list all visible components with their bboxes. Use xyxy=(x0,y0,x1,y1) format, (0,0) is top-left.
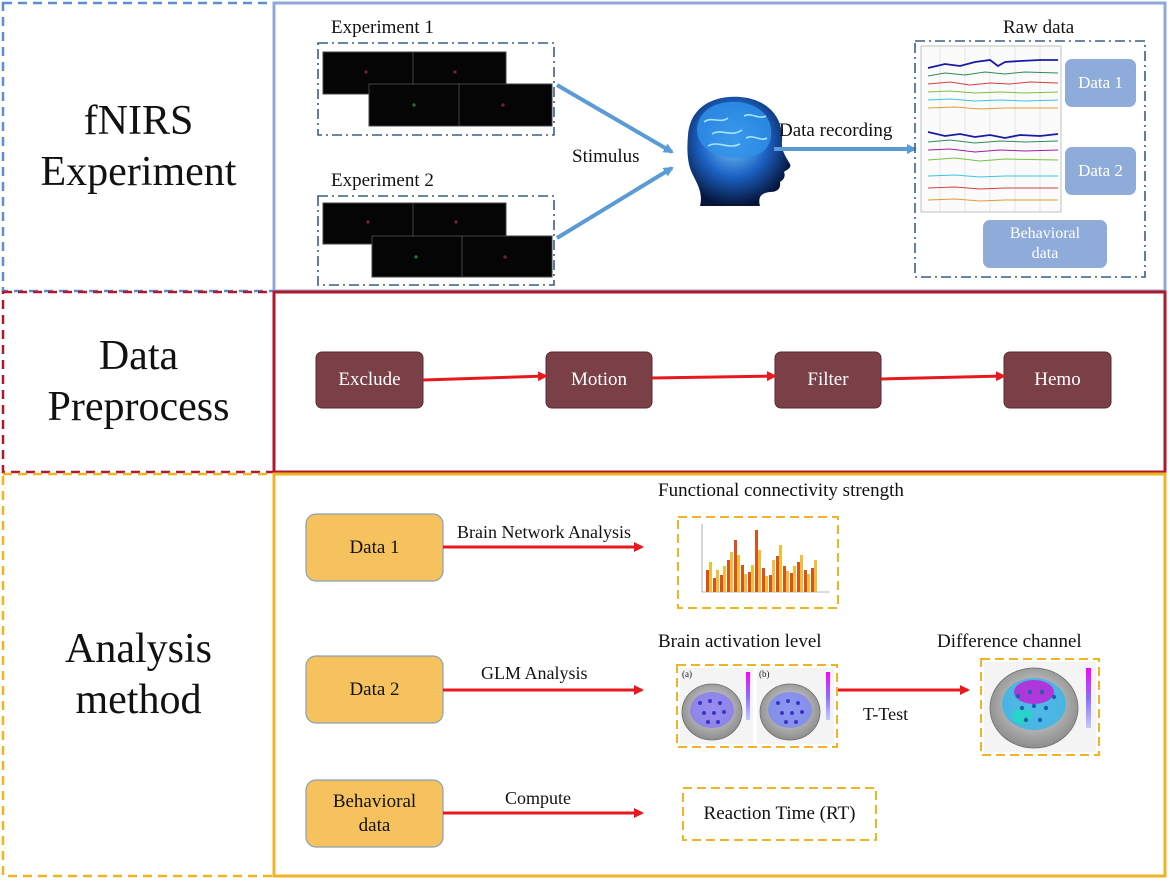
raw-data1-label: Data 1 xyxy=(1078,73,1123,93)
arrow-exclude-to-motion xyxy=(422,371,548,382)
experiment2-title: Experiment 2 xyxy=(331,170,434,191)
glm-label: GLM Analysis xyxy=(481,663,588,683)
rt-frame xyxy=(682,787,877,841)
analysis-panel-border xyxy=(272,472,1167,878)
raw-data2-box xyxy=(1065,147,1136,195)
activation-title: Brain activation level xyxy=(658,631,822,652)
fc-bar-thumbnail xyxy=(701,524,830,593)
analysis-section-label: Analysis method xyxy=(65,625,212,723)
experiment-section-label: fNIRS Experiment xyxy=(40,97,237,195)
activation-brain-a xyxy=(680,668,753,744)
experiment1-title: Experiment 1 xyxy=(331,17,434,38)
brain-head-icon xyxy=(687,96,791,206)
preprocess-section-label: Data Preprocess xyxy=(47,332,230,430)
raw-data-title: Raw data xyxy=(1003,17,1075,38)
experiment2-screens xyxy=(322,202,553,278)
experiment2-frame xyxy=(317,195,555,286)
bna-label: Brain Network Analysis xyxy=(457,522,631,542)
rt-label: Reaction Time (RT) xyxy=(703,803,856,825)
panel-b-label: (b) xyxy=(759,669,770,679)
arrow-exp1-to-head xyxy=(555,83,674,154)
experiment1-screens xyxy=(322,51,553,127)
raw-data-frame xyxy=(914,40,1146,278)
step-motion-label: Motion xyxy=(571,369,627,391)
activation-frame xyxy=(676,664,838,748)
raw-data-signal-plot xyxy=(920,45,1062,213)
analysis-data1-label: Data 1 xyxy=(349,536,400,558)
step-exclude-label: Exclude xyxy=(338,369,401,391)
raw-data1-box xyxy=(1065,59,1136,107)
raw-data2-label: Data 2 xyxy=(1078,161,1123,181)
raw-behavioral-label: Behavioral data xyxy=(1009,225,1081,262)
stimulus-label: Stimulus xyxy=(572,146,640,167)
experiment1-frame xyxy=(317,42,555,136)
analysis-data2-label: Data 2 xyxy=(349,678,400,700)
step-hemo-label: Hemo xyxy=(1034,369,1081,391)
fc-title: Functional connectivity strength xyxy=(658,480,904,501)
arrow-exp2-to-head xyxy=(555,166,674,240)
activation-brain-b xyxy=(757,668,834,744)
data-recording-label: Data recording xyxy=(779,120,893,141)
arrow-filter-to-hemo xyxy=(880,371,1006,382)
preprocess-panel-border xyxy=(272,290,1167,474)
panel-a-label: (a) xyxy=(682,669,692,679)
raw-behavioral-box xyxy=(983,220,1107,268)
fc-chart-frame xyxy=(677,516,839,609)
analysis-behavioral-label: Behavioral data xyxy=(332,790,417,836)
arrow-motion-to-filter xyxy=(651,371,777,382)
compute-label: Compute xyxy=(505,788,571,808)
step-filter-label: Filter xyxy=(807,369,849,391)
difference-frame xyxy=(980,658,1100,756)
difference-brain xyxy=(984,662,1096,752)
difference-title: Difference channel xyxy=(937,631,1082,652)
ttest-label: T-Test xyxy=(863,704,909,724)
